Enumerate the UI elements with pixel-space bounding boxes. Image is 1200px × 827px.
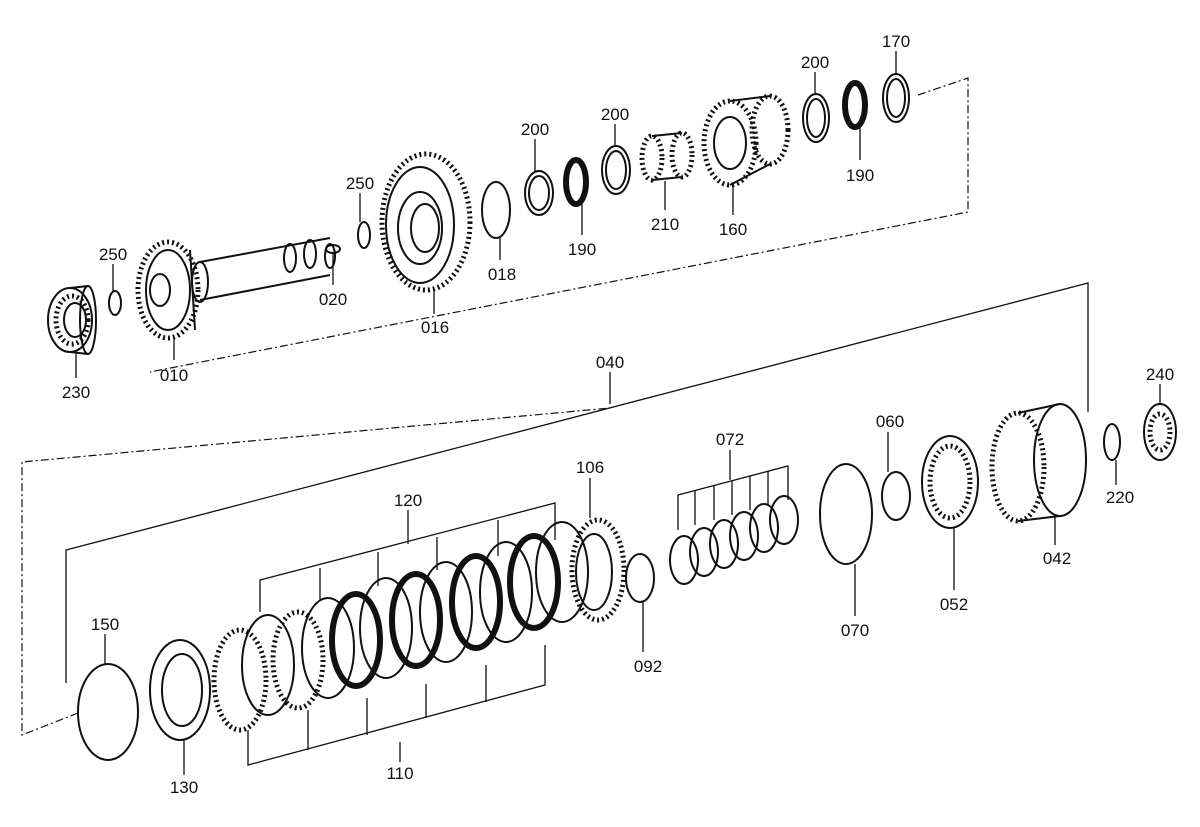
- label-150: 150: [91, 615, 119, 634]
- end-plate-130: [149, 639, 211, 741]
- label-200-a: 200: [521, 120, 549, 139]
- ring-092: [625, 553, 655, 603]
- label-210: 210: [651, 215, 679, 234]
- shim-200-a: [524, 170, 554, 216]
- label-170: 170: [882, 32, 910, 51]
- clutch-disc-stack: [211, 521, 589, 733]
- label-070: 070: [841, 621, 869, 640]
- ring-190-a: [563, 157, 589, 207]
- label-240: 240: [1146, 365, 1174, 384]
- label-020: 020: [319, 290, 347, 309]
- ring-190-b: [842, 80, 868, 130]
- label-230: 230: [62, 383, 90, 402]
- disc-106: [569, 517, 627, 623]
- snap-ring-220: [1103, 423, 1121, 461]
- ring-250-right: [357, 221, 371, 249]
- gear-160: [701, 93, 791, 188]
- seal-070: [819, 463, 873, 565]
- shim-200-c: [802, 93, 830, 143]
- ring-250-left: [108, 290, 122, 316]
- label-190-b: 190: [846, 166, 874, 185]
- label-060: 060: [876, 412, 904, 431]
- snap-ring-150: [77, 663, 139, 761]
- label-120: 120: [394, 491, 422, 510]
- label-106: 106: [576, 458, 604, 477]
- label-110: 110: [386, 764, 413, 783]
- gear-shaft-010: [135, 237, 336, 341]
- label-010: 010: [160, 366, 188, 385]
- lower-leaders: [104, 384, 1161, 775]
- group-040-bracket: [65, 282, 1089, 683]
- label-200-c: 200: [801, 53, 829, 72]
- label-016: 016: [421, 318, 449, 337]
- needle-bearing-210: [639, 130, 695, 183]
- label-160: 160: [719, 220, 747, 239]
- shim-200-b: [601, 145, 631, 195]
- label-042: 042: [1043, 549, 1071, 568]
- label-092: 092: [634, 657, 662, 676]
- spring-set-072: [669, 495, 799, 585]
- label-018: 018: [488, 265, 516, 284]
- shim-170: [882, 73, 910, 123]
- label-200-b: 200: [601, 105, 629, 124]
- label-190-a: 190: [568, 240, 596, 259]
- bearing-240: [1143, 403, 1177, 461]
- label-040: 040: [596, 353, 624, 372]
- label-072: 072: [716, 430, 744, 449]
- bearing-230: [47, 285, 97, 355]
- snap-ring-018: [481, 181, 511, 239]
- label-220: 220: [1106, 488, 1134, 507]
- gear-016: [379, 151, 473, 293]
- label-250-right: 250: [346, 174, 374, 193]
- upper-assembly-boundary: [149, 77, 969, 373]
- piston-052: [921, 435, 979, 529]
- label-052: 052: [940, 595, 968, 614]
- drum-042: [989, 403, 1087, 524]
- label-250-left: 250: [99, 245, 127, 264]
- upper-leaders: [75, 51, 897, 378]
- ring-060: [881, 471, 911, 521]
- lower-assembly-boundary: [21, 407, 611, 736]
- label-130: 130: [170, 778, 198, 797]
